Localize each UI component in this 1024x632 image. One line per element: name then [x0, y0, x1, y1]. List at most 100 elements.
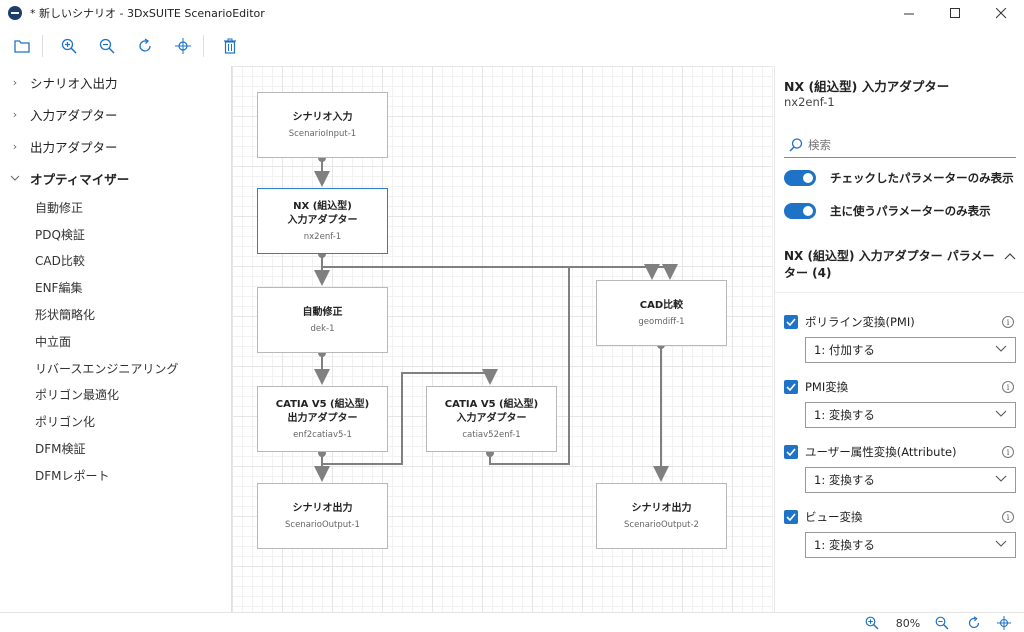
search-input[interactable] — [808, 137, 998, 152]
app-icon — [8, 6, 22, 20]
info-icon[interactable]: i — [1002, 316, 1014, 328]
node-title: CATIA V5 (組込型) 入力アダプター — [444, 399, 539, 424]
param-select[interactable]: 1: 付加する — [805, 337, 1016, 363]
param-select[interactable]: 1: 変換する — [805, 402, 1016, 428]
tree-category-scenario-io[interactable]: › シナリオ入出力 — [0, 66, 230, 98]
zoom-in-icon — [61, 38, 77, 54]
param-label: ポリライン変換(PMI) — [805, 315, 915, 329]
info-icon[interactable]: i — [1002, 446, 1014, 458]
tree-item-polygonize[interactable]: ポリゴン化 — [35, 415, 96, 430]
toolbar-separator — [42, 35, 43, 57]
param-checkbox[interactable] — [784, 510, 798, 524]
zoom-level: 80% — [895, 616, 921, 630]
window-title: * 新しいシナリオ - 3DxSUITE ScenarioEditor — [30, 7, 265, 20]
node-id: ScenarioOutput-1 — [285, 520, 360, 530]
fit-move-icon — [175, 38, 191, 54]
param-view: ビュー変換 i 1: 変換する — [784, 508, 1016, 558]
tree-item-simplify[interactable]: 形状簡略化 — [35, 308, 96, 323]
tree-category-label: 出力アダプター — [30, 139, 118, 155]
status-zoom-out-button[interactable] — [932, 614, 952, 632]
edge-catia-input-to-cadcompare-b[interactable] — [569, 264, 678, 280]
edge-catia-output-to-catia-input[interactable] — [322, 369, 498, 465]
parameter-search[interactable] — [784, 132, 1016, 158]
edge-catia-input-to-cadcompare-a[interactable] — [489, 267, 570, 465]
node-id: dek-1 — [310, 324, 335, 334]
title-bar: * 新しいシナリオ - 3DxSUITE ScenarioEditor — [0, 0, 1024, 26]
select-value: 1: 変換する — [814, 473, 875, 487]
param-checkbox[interactable] — [784, 445, 798, 459]
info-icon[interactable]: i — [1002, 511, 1014, 523]
status-reset-view-button[interactable] — [964, 614, 984, 632]
toggle-checked-only-row[interactable]: チェックしたパラメーターのみ表示 — [784, 170, 1014, 186]
tree-item-polygon-optimize[interactable]: ポリゴン最適化 — [35, 388, 120, 403]
node-scenario-output-2[interactable]: シナリオ出力 ScenarioOutput-2 — [596, 483, 727, 549]
zoom-in-button[interactable] — [53, 30, 85, 62]
scenario-canvas[interactable]: シナリオ入力 ScenarioInput-1 NX (組込型) 入力アダプター … — [231, 66, 773, 612]
node-title: シナリオ出力 — [631, 503, 692, 514]
close-button[interactable] — [978, 0, 1024, 26]
zoom-out-icon — [99, 38, 115, 54]
node-cad-compare[interactable]: CAD比較 geomdiff-1 — [596, 280, 727, 346]
param-select[interactable]: 1: 変換する — [805, 532, 1016, 558]
toggle-checked-only[interactable] — [784, 170, 816, 186]
minimize-button[interactable] — [886, 0, 932, 26]
chevron-right-icon: › — [12, 107, 18, 121]
param-select[interactable]: 1: 変換する — [805, 467, 1016, 493]
delete-button[interactable] — [214, 30, 246, 62]
param-checkbox[interactable] — [784, 315, 798, 329]
fit-move-icon — [997, 616, 1011, 630]
node-auto-fix[interactable]: 自動修正 dek-1 — [257, 287, 388, 353]
toggle-main-only[interactable] — [784, 203, 816, 219]
parameter-section-header[interactable]: NX (組込型) 入力アダプター パラメーター (4) — [784, 248, 1016, 282]
chevron-up-icon[interactable] — [1004, 248, 1016, 265]
reset-view-button[interactable] — [129, 30, 161, 62]
toggle-label: チェックしたパラメーターのみ表示 — [830, 171, 1014, 185]
tree-item-dfm-report[interactable]: DFMレポート — [35, 468, 110, 483]
folder-icon — [14, 40, 30, 53]
tree-category-output-adapter[interactable]: › 出力アダプター — [0, 130, 230, 162]
properties-subtitle: nx2enf-1 — [784, 95, 835, 109]
info-icon[interactable]: i — [1002, 381, 1014, 393]
zoom-in-icon — [865, 616, 879, 630]
node-nx-input-adapter[interactable]: NX (組込型) 入力アダプター nx2enf-1 — [257, 188, 388, 254]
node-id: ScenarioOutput-2 — [624, 520, 699, 530]
chevron-down-icon — [995, 408, 1007, 421]
param-checkbox[interactable] — [784, 380, 798, 394]
param-pmi: PMI変換 i 1: 変換する — [784, 378, 1016, 428]
select-value: 1: 変換する — [814, 538, 875, 552]
status-bar: 80% — [0, 612, 1024, 632]
properties-panel: NX (組込型) 入力アダプター nx2enf-1 チェックしたパラメーターのみ… — [774, 66, 1024, 612]
toggle-main-only-row[interactable]: 主に使うパラメーターのみ表示 — [784, 203, 991, 219]
toolbar — [0, 28, 1024, 64]
fit-view-button[interactable] — [167, 30, 199, 62]
zoom-out-button[interactable] — [91, 30, 123, 62]
node-title: シナリオ入力 — [292, 112, 353, 123]
tree-category-input-adapter[interactable]: › 入力アダプター — [0, 98, 230, 130]
param-polyline-pmi: ポリライン変換(PMI) i 1: 付加する — [784, 313, 1016, 363]
chevron-right-icon: › — [12, 75, 18, 89]
node-scenario-output-1[interactable]: シナリオ出力 ScenarioOutput-1 — [257, 483, 388, 549]
tree-item-pdq[interactable]: PDQ検証 — [35, 227, 85, 242]
tree-item-auto-fix[interactable]: 自動修正 — [35, 200, 84, 215]
node-title: CAD比較 — [639, 300, 684, 311]
edge-nx-to-cadcompare[interactable] — [322, 264, 660, 280]
tree-item-cad-compare[interactable]: CAD比較 — [35, 254, 85, 269]
node-catia-output-adapter[interactable]: CATIA V5 (組込型) 出力アダプター enf2catiav5-1 — [257, 386, 388, 452]
tree-item-reverse-engineering[interactable]: リバースエンジニアリング — [35, 361, 179, 376]
window-controls — [886, 0, 1024, 26]
tree-item-dfm-check[interactable]: DFM検証 — [35, 442, 86, 457]
select-value: 1: 変換する — [814, 408, 875, 422]
maximize-button[interactable] — [932, 0, 978, 26]
open-folder-button[interactable] — [6, 30, 38, 62]
node-catia-input-adapter[interactable]: CATIA V5 (組込型) 入力アダプター catiav52enf-1 — [426, 386, 557, 452]
tree-item-enf-edit[interactable]: ENF編集 — [35, 281, 83, 296]
status-fit-view-button[interactable] — [994, 614, 1014, 632]
tree-category-optimizer[interactable]: オプティマイザー — [0, 162, 230, 194]
refresh-icon — [968, 616, 980, 629]
chevron-down-icon — [995, 538, 1007, 551]
status-zoom-in-button[interactable] — [862, 614, 882, 632]
toggle-label: 主に使うパラメーターのみ表示 — [830, 204, 991, 218]
tree-item-midsurface[interactable]: 中立面 — [35, 334, 72, 349]
node-scenario-input[interactable]: シナリオ入力 ScenarioInput-1 — [257, 92, 388, 158]
tree-category-label: シナリオ入出力 — [30, 75, 118, 91]
